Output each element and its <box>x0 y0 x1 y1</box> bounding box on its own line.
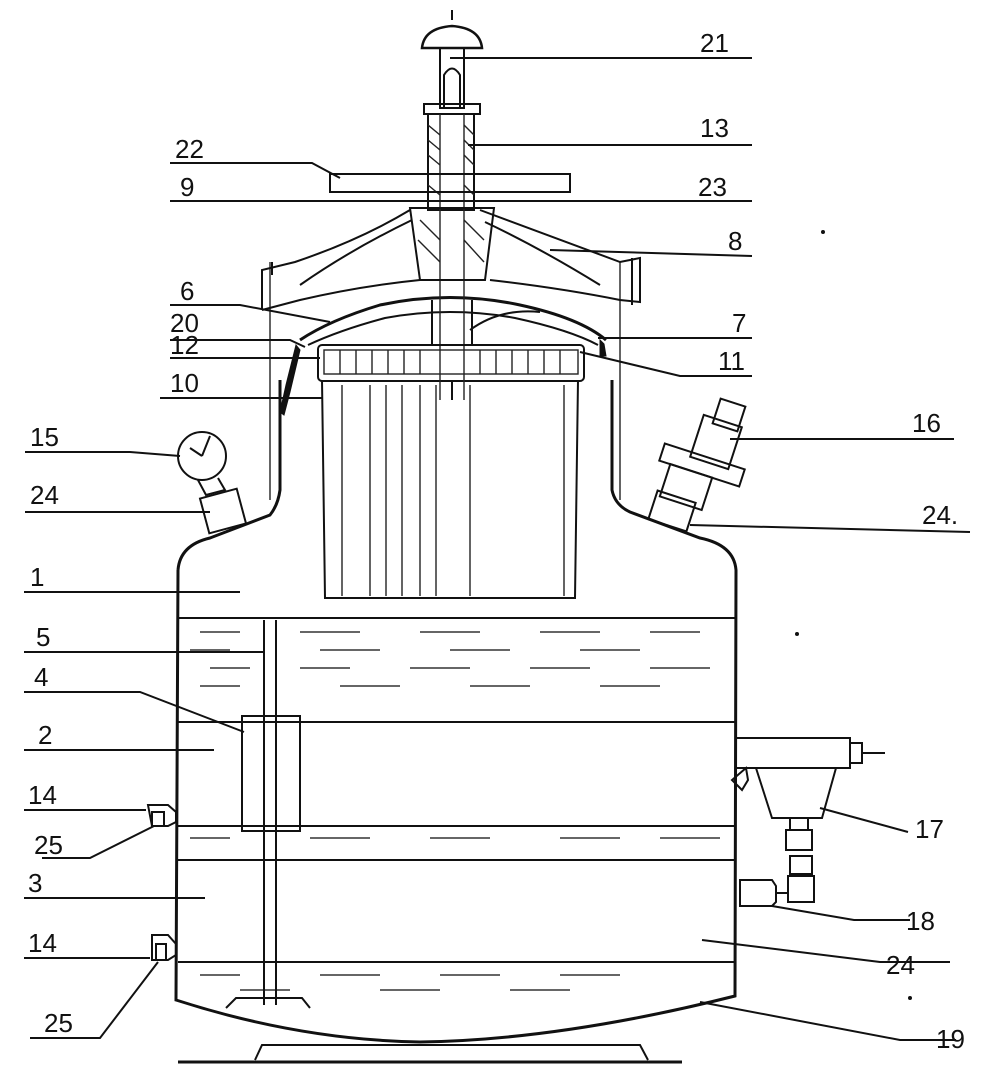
base-stand <box>178 1044 682 1064</box>
safety-valve <box>647 397 747 533</box>
tap-upper <box>146 804 177 827</box>
central-spindle <box>408 10 496 400</box>
label-15: 15 <box>30 422 59 452</box>
label-18: 18 <box>906 906 935 936</box>
label-2: 2 <box>38 720 52 750</box>
vessel-lid <box>299 296 607 346</box>
label-16: 16 <box>912 408 941 438</box>
vertical-tube <box>225 620 311 1009</box>
label-23: 23 <box>698 172 727 202</box>
label-3: 3 <box>28 868 42 898</box>
label-24-right: 24. <box>922 500 958 530</box>
label-11: 11 <box>718 346 745 376</box>
label-25-upper: 25 <box>34 830 63 860</box>
gasket-right <box>599 338 607 357</box>
pressure-gauge <box>177 431 248 535</box>
label-24-lower: 24 <box>886 950 915 980</box>
clamp-frame <box>261 209 641 311</box>
label-22: 22 <box>175 134 204 164</box>
gasket-left <box>279 343 301 416</box>
float-box <box>241 715 301 832</box>
part-labels: 21 13 22 9 23 8 6 20 7 12 11 10 16 15 24… <box>28 28 965 1054</box>
label-19: 19 <box>936 1024 965 1054</box>
label-7: 7 <box>732 308 746 338</box>
label-13: 13 <box>700 113 729 143</box>
label-5: 5 <box>36 622 50 652</box>
specks <box>795 230 912 1000</box>
label-25-lower: 25 <box>44 1008 73 1038</box>
leader-lines <box>24 57 971 1041</box>
label-17: 17 <box>915 814 944 844</box>
handle-bar <box>329 173 571 193</box>
label-1: 1 <box>30 562 44 592</box>
label-14-lower: 14 <box>28 928 57 958</box>
label-4: 4 <box>34 662 48 692</box>
inner-basket <box>321 379 579 599</box>
tray-grid <box>317 344 585 382</box>
label-9: 9 <box>180 172 194 202</box>
label-14-upper: 14 <box>28 780 57 810</box>
label-10: 10 <box>170 368 199 398</box>
label-20: 20 <box>170 308 199 338</box>
label-8: 8 <box>728 226 742 256</box>
label-24-left: 24 <box>30 480 59 510</box>
tap-lower <box>151 934 177 961</box>
vessel-body <box>174 262 738 1044</box>
heater-unit <box>730 737 885 907</box>
water-levels <box>178 617 735 991</box>
label-21: 21 <box>700 28 729 58</box>
label-12: 12 <box>170 330 199 360</box>
label-6: 6 <box>180 276 194 306</box>
